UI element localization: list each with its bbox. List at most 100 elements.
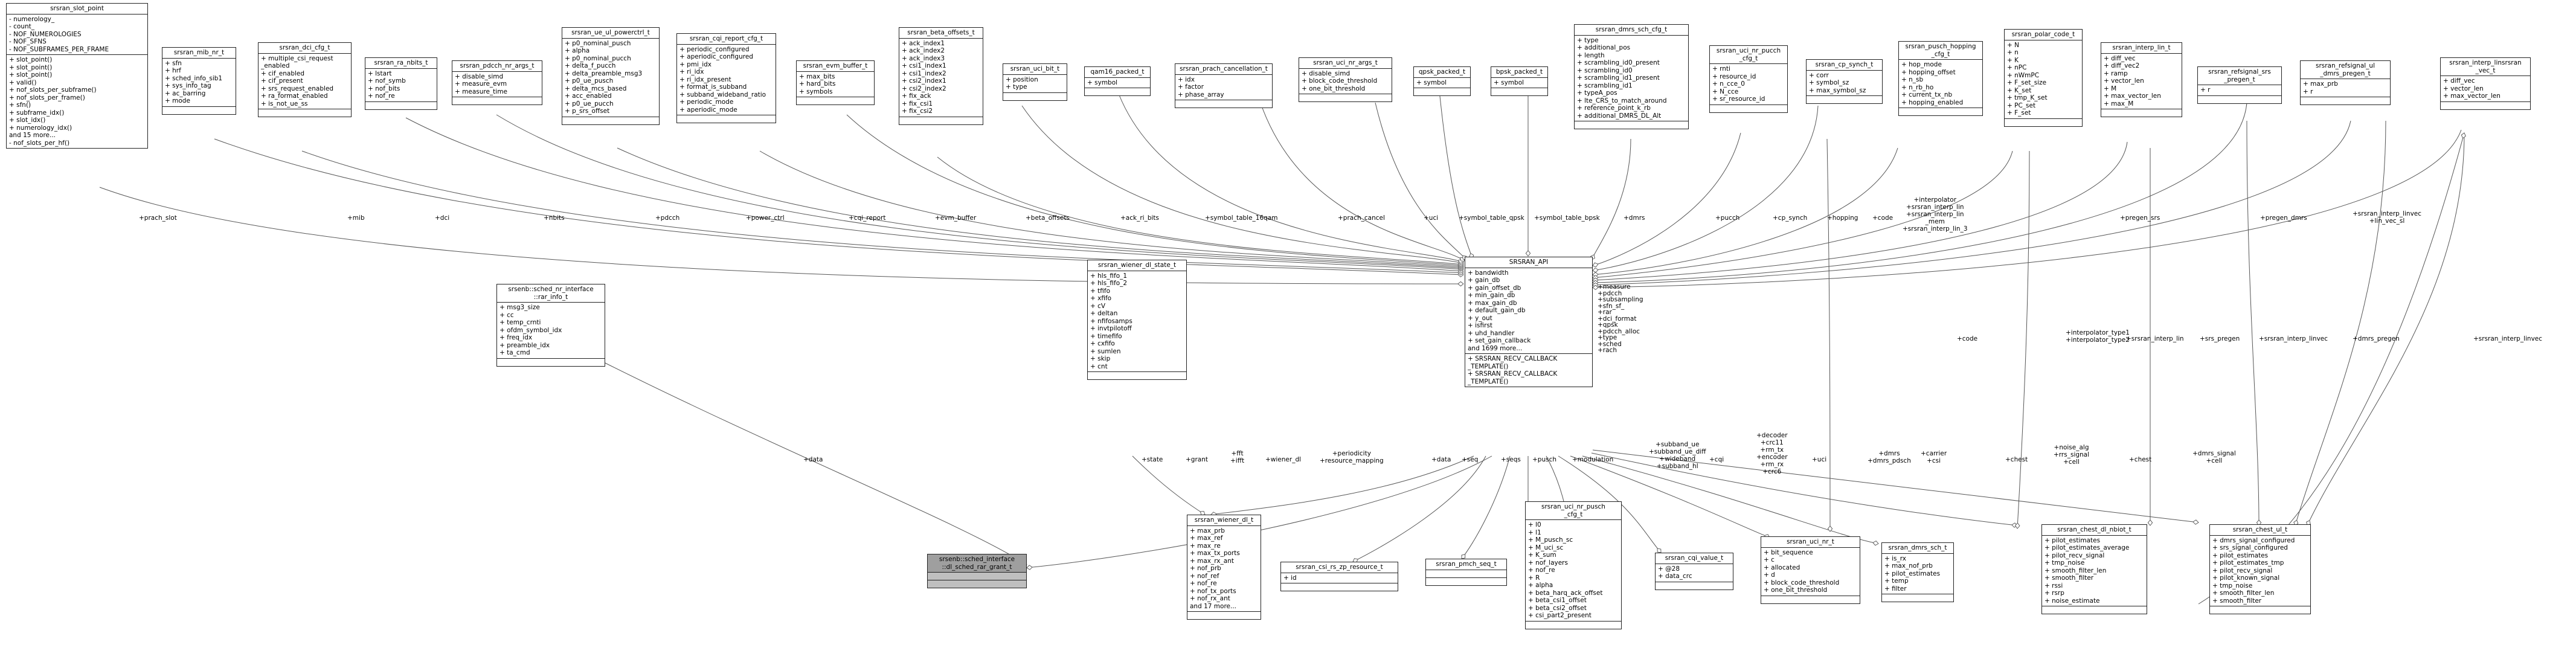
member-row: + symbol bbox=[1087, 79, 1118, 86]
class-srsran-slot-point[interactable]: srsran_slot_point - numerology_- count_-… bbox=[6, 3, 148, 149]
class-srsran-chest-ul[interactable]: srsran_chest_ul_t+ dmrs_signal_configure… bbox=[2209, 524, 2311, 614]
member-row: + aperiodic_mode bbox=[679, 106, 737, 114]
class-srsran-dci-cfg[interactable]: srsran_dci_cfg_t+ multiple_csi_request _… bbox=[258, 42, 352, 117]
member-row: + subband_wideband_ratio bbox=[679, 91, 766, 98]
edge-label-carrier: +carrier +csi bbox=[1921, 450, 1947, 464]
member-row: + msg3_size bbox=[499, 304, 540, 311]
edge-label-srs-interp-lin: +srsran_interp_lin bbox=[2126, 335, 2184, 342]
member-row: + timefifo bbox=[1090, 332, 1122, 340]
edge-label-periodicity: +periodicity +resource_mapping bbox=[1320, 450, 1384, 464]
methods-section bbox=[1710, 105, 1787, 112]
class-srsran-wiener-dl[interactable]: srsran_wiener_dl_t+ max_prb+ max_ref+ ma… bbox=[1187, 515, 1261, 620]
member-row: + nof_prb bbox=[1190, 565, 1221, 572]
methods-section bbox=[2441, 102, 2530, 109]
member-row: and 17 more... bbox=[1190, 602, 1237, 610]
class-srsran-wiener-dl-state[interactable]: srsran_wiener_dl_state_t+ hls_fifo_1+ hl… bbox=[1087, 260, 1187, 380]
methods-section bbox=[1807, 96, 1882, 103]
member-row: + max_M bbox=[2104, 100, 2134, 108]
class-sched-nr-rar-info[interactable]: srsenb::sched_nr_interface ::rar_info_t+… bbox=[496, 284, 605, 367]
member-row: + F_set bbox=[2007, 109, 2031, 117]
member-row: + temp bbox=[1884, 577, 1909, 585]
member-row: + sched_info_sib1 bbox=[165, 74, 223, 82]
member-row: + alpha bbox=[1528, 582, 1553, 589]
member-row: + l1 bbox=[1528, 528, 1541, 536]
class-srsran-uci-nr-pucch-cfg[interactable]: srsran_uci_nr_pucch _cfg_t+ rnti+ resour… bbox=[1709, 45, 1788, 113]
class-srsran-uci-bit[interactable]: srsran_uci_bit_t+ position+ type bbox=[1003, 63, 1067, 101]
member-row: + n_cce_0 bbox=[1712, 80, 1745, 88]
class-srsran-refsignal-srs-pregen[interactable]: srsran_refsignal_srs _pregen_t+ r bbox=[2197, 66, 2282, 104]
class-srsran-ue-ul-powerctrl[interactable]: srsran_ue_ul_powerctrl_t+ p0_nominal_pus… bbox=[562, 27, 660, 125]
member-row: + beta_csi1_offset bbox=[1528, 597, 1587, 604]
class-srsran-interp-lin[interactable]: srsran_interp_lin_t+ diff_vec+ diff_vec2… bbox=[2101, 42, 2182, 117]
attributes-section: + p0_nominal_pusch+ alpha+ p0_nominal_pu… bbox=[562, 39, 659, 117]
edge-label-seqs: +seqs bbox=[1501, 456, 1521, 463]
edge-label-state: +state bbox=[1142, 456, 1163, 463]
member-row: + isfirst bbox=[1468, 322, 1493, 329]
class-srsran-evm-buffer[interactable]: srsran_evm_buffer_t+ max_bits+ hard_bits… bbox=[796, 60, 875, 105]
class-qam16-packed[interactable]: qam16_packed_t+ symbol bbox=[1084, 66, 1151, 96]
class-srsran-api[interactable]: SRSRAN_API + bandwidth+ gain_db+ gain_of… bbox=[1465, 257, 1593, 387]
methods-section bbox=[1882, 594, 1953, 602]
class-title: srsran_chest_dl_nbiot_t bbox=[2042, 525, 2147, 536]
class-srsran-csi-rs-zp-resource[interactable]: srsran_csi_rs_zp_resource_t+ id bbox=[1280, 562, 1398, 591]
class-srsran-uci-nr-args[interactable]: srsran_uci_nr_args_t+ disable_simd+ bloc… bbox=[1299, 57, 1392, 102]
class-title: srsenb::sched_interface ::dl_sched_rar_g… bbox=[928, 554, 1026, 573]
class-title: srsran_uci_bit_t bbox=[1003, 64, 1067, 75]
class-qpsk-packed[interactable]: qpsk_packed_t+ symbol bbox=[1413, 66, 1471, 96]
member-row: + cc bbox=[499, 311, 514, 319]
member-row: + corr bbox=[1809, 71, 1829, 79]
edge-label-interp-type: +interpolator_type1 +interpolator_type2 bbox=[2066, 329, 2130, 344]
class-srsran-cqi-value[interactable]: srsran_cqi_value_t+ @28+ data_crc bbox=[1655, 553, 1733, 590]
member-row: + measure_evm bbox=[455, 80, 507, 88]
attributes-section: + position+ type bbox=[1003, 75, 1067, 93]
member-row: + p0_ue_pucch bbox=[565, 100, 614, 108]
member-row: + ri_idx_present bbox=[679, 75, 731, 83]
edge-label-power-ctrl: +power_ctrl bbox=[746, 214, 785, 222]
class-srsran-cqi-report-cfg[interactable]: srsran_cqi_report_cfg_t+ periodic_config… bbox=[676, 33, 776, 123]
class-sched-rar-grant[interactable]: srsenb::sched_interface ::dl_sched_rar_g… bbox=[927, 554, 1027, 588]
class-srsran-interp-linsrsran-vec[interactable]: srsran_interp_linsrsran _vec_t+ diff_vec… bbox=[2440, 57, 2531, 110]
member-row: + l0 bbox=[1528, 521, 1541, 528]
methods-section bbox=[2210, 606, 2310, 614]
methods-section: + slot_point()+ slot_point()+ slot_point… bbox=[7, 55, 147, 148]
member-row: + diff_vec bbox=[2443, 77, 2475, 85]
class-srsran-refsignal-ul-dmrs-pregen[interactable]: srsran_refsignal_ul _dmrs_pregen_t+ max_… bbox=[2300, 60, 2391, 105]
methods-section bbox=[1085, 88, 1150, 95]
member-row: + R bbox=[1528, 574, 1540, 582]
attributes-section: + lstart+ nof_symb+ nof_bits+ nof_re bbox=[365, 69, 437, 102]
edge-label-srs-interp-linvec: +srsran_interp_linvec bbox=[2259, 335, 2328, 342]
edge-label-prach-slot: +prach_slot bbox=[139, 214, 177, 222]
class-srsran-pmch-seq[interactable]: srsran_pmch_seq_t bbox=[1425, 559, 1507, 586]
member-row: + dmrs_signal_configured bbox=[2212, 536, 2295, 544]
member-row: + SRSRAN_RECV_CALLBACK _TEMPLATE() bbox=[1468, 355, 1558, 370]
edge-label-dmrs-signal: +dmrs_signal +cell bbox=[2192, 450, 2236, 464]
member-row: + max_vector_len bbox=[2443, 92, 2501, 100]
class-srsran-mib-nr[interactable]: srsran_mib_nr_t+ sfn+ hrf+ sched_info_si… bbox=[162, 47, 236, 115]
class-srsran-cp-synch[interactable]: srsran_cp_synch_t+ corr+ symbol_sz+ max_… bbox=[1806, 59, 1883, 104]
class-srsran-uci-nr[interactable]: srsran_uci_nr_t+ bit_sequence+ c+ alloca… bbox=[1761, 536, 1860, 604]
methods-section bbox=[1187, 612, 1261, 619]
class-srsran-dmrs-sch[interactable]: srsran_dmrs_sch_t+ is_rx+ max_nof_prb+ p… bbox=[1881, 542, 1954, 602]
member-row: + sr_resource_id bbox=[1712, 95, 1765, 103]
class-bpsk-packed[interactable]: bpsk_packed_t+ symbol bbox=[1491, 66, 1548, 96]
class-srsran-dmrs-sch-cfg[interactable]: srsran_dmrs_sch_cfg_t+ type+ additional_… bbox=[1574, 24, 1689, 129]
class-srsran-beta-offsets[interactable]: srsran_beta_offsets_t+ ack_index1+ ack_i… bbox=[899, 27, 983, 125]
class-srsran-polar-code[interactable]: srsran_polar_code_t+ N+ n+ K+ nPC+ nWmPC… bbox=[2004, 29, 2083, 127]
class-srsran-prach-cancellation[interactable]: srsran_prach_cancellation_t+ idx+ factor… bbox=[1175, 63, 1273, 108]
member-row: + gain_db bbox=[1468, 277, 1500, 284]
member-row: + factor bbox=[1178, 83, 1204, 91]
class-title: srsran_pusch_hopping _cfg_t bbox=[1899, 42, 1982, 60]
edge-label-symbol-table-16qam: +symbol_table_16qam bbox=[1205, 214, 1278, 222]
methods-section bbox=[899, 117, 983, 124]
class-srsran-pdcch-nr-args[interactable]: srsran_pdcch_nr_args_t+ disable_simd+ me… bbox=[452, 60, 542, 105]
class-srsran-chest-dl-nbiot[interactable]: srsran_chest_dl_nbiot_t+ pilot_estimates… bbox=[2041, 524, 2147, 614]
member-row: + vector_len bbox=[2104, 77, 2144, 85]
member-row: + fix_csi1 bbox=[902, 100, 933, 108]
class-srsran-ra-nbits[interactable]: srsran_ra_nbits_t+ lstart+ nof_symb+ nof… bbox=[365, 57, 437, 110]
member-row: + lstart bbox=[368, 69, 392, 77]
edge-label-evm-buffer: +evm_buffer bbox=[935, 214, 977, 222]
class-srsran-pusch-hopping-cfg[interactable]: srsran_pusch_hopping _cfg_t+ hop_mode+ h… bbox=[1898, 41, 1983, 116]
member-row: + hls_fifo_2 bbox=[1090, 280, 1128, 287]
class-title: srsran_refsignal_ul _dmrs_pregen_t bbox=[2301, 61, 2390, 79]
class-srsran-uci-nr-pusch-cfg[interactable]: srsran_uci_nr_pusch _cfg_t+ l0+ l1+ M_pu… bbox=[1525, 501, 1622, 629]
